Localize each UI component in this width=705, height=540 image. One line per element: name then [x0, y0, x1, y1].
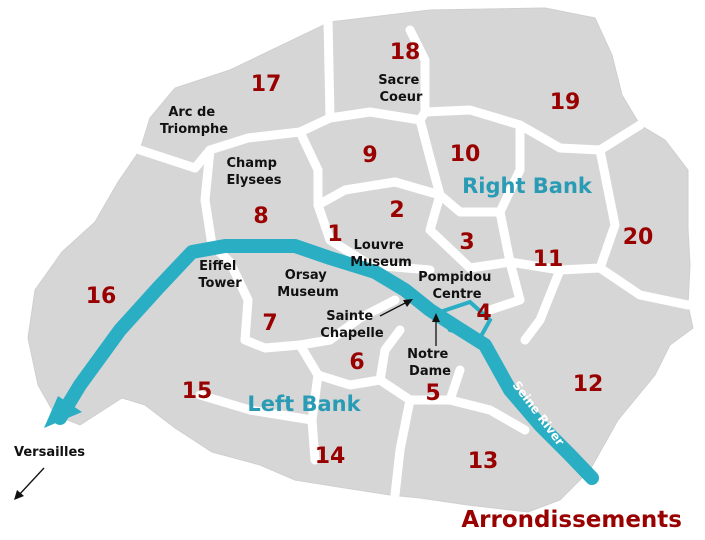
- district-borders: [135, 15, 693, 500]
- landmark-eiffel-tower: Eiffel Tower: [198, 259, 242, 291]
- right-bank-label: Right Bank: [462, 174, 593, 198]
- arr-9: 9: [362, 143, 377, 168]
- landmark-pompidou-centre: Pompidou Centre: [418, 270, 496, 302]
- arr-11: 11: [533, 247, 564, 272]
- landmark-orsay-museum: Orsay Museum: [277, 268, 339, 300]
- arr-15: 15: [182, 379, 213, 404]
- arr-7: 7: [262, 311, 277, 336]
- arr-8: 8: [253, 204, 268, 229]
- left-bank-label: Left Bank: [247, 392, 361, 416]
- arr-2: 2: [389, 198, 404, 223]
- sainte-chapelle-arrowhead: [403, 299, 413, 307]
- landmark-labels: Arc de Triomphe Sacre Coeur Champ Elysee…: [14, 73, 496, 460]
- landmark-louvre-museum: Louvre Museum: [350, 238, 412, 270]
- arr-13: 13: [468, 449, 499, 474]
- landmark-sainte-chapelle: Sainte Chapelle: [320, 309, 384, 341]
- map-title: Arrondissements: [461, 507, 682, 533]
- sainte-chapelle-arrow: [379, 300, 410, 317]
- arr-19: 19: [550, 90, 581, 115]
- arr-4: 4: [476, 301, 491, 326]
- versailles-arrow: [17, 467, 45, 497]
- versailles-arrowhead: [14, 490, 24, 500]
- arr-18: 18: [390, 40, 421, 65]
- arrondissement-labels: 1 2 3 4 5 6 7 8 9 10 11 12 13 14 15 16 1…: [86, 40, 654, 474]
- arr-6: 6: [349, 350, 364, 375]
- landmark-versailles: Versailles: [14, 445, 85, 460]
- arr-1: 1: [327, 222, 342, 247]
- notre-dame-arrowhead: [432, 313, 440, 322]
- landmark-arc-de-triomphe: Arc de Triomphe: [160, 105, 228, 137]
- arr-10: 10: [450, 142, 481, 167]
- arr-17: 17: [251, 72, 282, 97]
- landmark-champ-elysees: Champ Elysees: [227, 156, 282, 188]
- arr-5: 5: [425, 381, 440, 406]
- arr-12: 12: [573, 372, 604, 397]
- landmark-notre-dame: Notre Dame: [407, 347, 453, 379]
- arr-20: 20: [623, 225, 654, 250]
- arr-16: 16: [86, 284, 117, 309]
- arr-14: 14: [315, 444, 346, 469]
- landmark-sacre-coeur: Sacre Coeur: [378, 73, 424, 105]
- arr-3: 3: [459, 230, 474, 255]
- pointer-arrows: [14, 299, 440, 500]
- seine-river: [44, 239, 599, 485]
